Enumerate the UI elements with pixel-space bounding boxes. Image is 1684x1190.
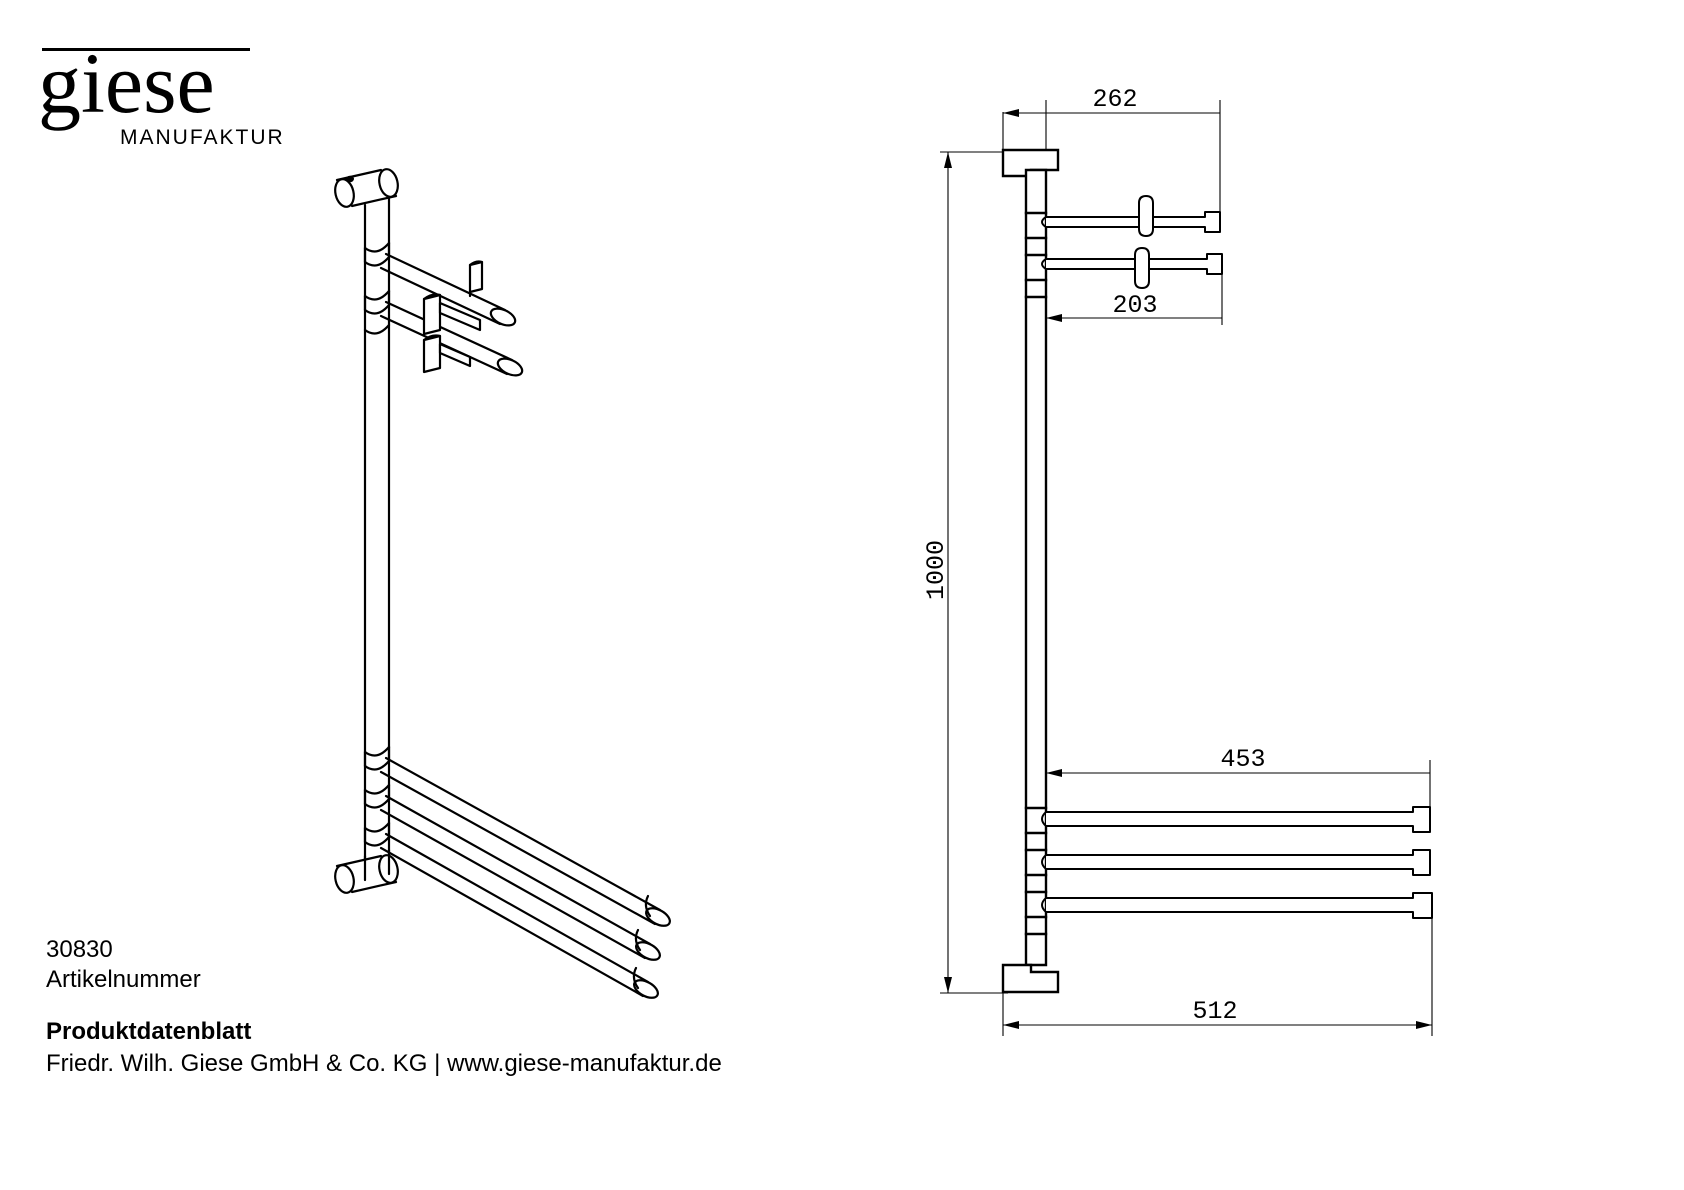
logo-tagline: MANUFAKTUR	[120, 126, 285, 149]
datasheet-title: Produktdatenblatt	[46, 1018, 252, 1045]
dimension-label-512: 512	[1192, 997, 1237, 1026]
article-number-value: 30830	[46, 936, 113, 963]
dimension-label-203: 203	[1112, 291, 1157, 320]
logo-wordmark: giese	[38, 35, 215, 131]
dimension-label-1000: 1000	[922, 540, 951, 600]
dimension-label-453: 453	[1220, 745, 1265, 774]
giese-logo: giese MANUFAKTUR	[38, 38, 283, 149]
logo-rule-divider	[42, 48, 250, 51]
article-number-label: Artikelnummer	[46, 966, 201, 993]
company-footer-line: Friedr. Wilh. Giese GmbH & Co. KG | www.…	[46, 1050, 722, 1077]
dimension-label-262: 262	[1092, 85, 1137, 114]
